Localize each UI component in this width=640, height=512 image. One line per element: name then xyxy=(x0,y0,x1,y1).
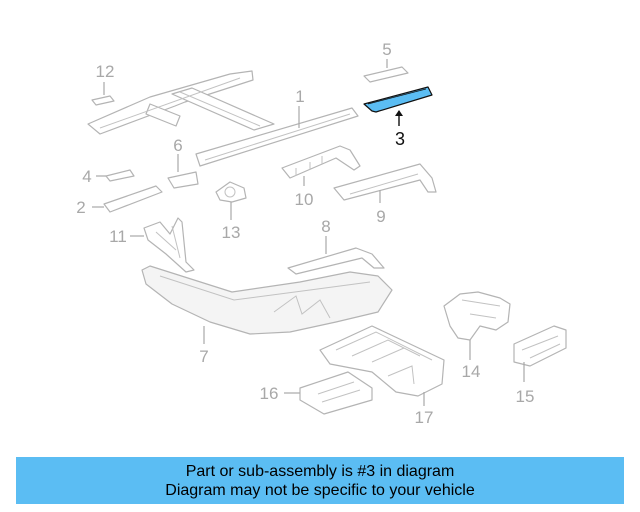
part-9[interactable] xyxy=(333,163,437,201)
part-15[interactable] xyxy=(513,325,567,367)
part-5[interactable] xyxy=(363,66,409,83)
part-13[interactable] xyxy=(215,181,247,203)
banner-line-part: Part or sub-assembly is #3 in diagram xyxy=(185,462,455,480)
banner-line-disclaimer: Diagram may not be specific to your vehi… xyxy=(165,481,475,499)
part-6[interactable] xyxy=(167,171,199,189)
parts-diagram: 12 1 5 3 6 4 2 10 9 13 11 8 7 14 15 16 1… xyxy=(76,40,567,427)
callout-6: 6 xyxy=(173,136,182,155)
callout-2: 2 xyxy=(76,198,85,217)
part-17[interactable] xyxy=(319,325,445,397)
part-12[interactable] xyxy=(91,95,115,106)
part-16[interactable] xyxy=(299,371,373,415)
part-1[interactable] xyxy=(87,70,359,167)
part-3-highlighted[interactable] xyxy=(363,86,433,113)
part-11[interactable] xyxy=(143,217,195,273)
part-2[interactable] xyxy=(103,185,163,213)
callout-17: 17 xyxy=(415,408,434,427)
callout-7: 7 xyxy=(199,347,208,366)
callout-8: 8 xyxy=(321,217,330,236)
callout-5: 5 xyxy=(382,40,391,59)
part-4[interactable] xyxy=(105,169,135,182)
callout-16: 16 xyxy=(260,384,279,403)
part-10[interactable] xyxy=(281,145,361,179)
part-7[interactable] xyxy=(141,265,393,335)
callout-15: 15 xyxy=(516,387,535,406)
callout-1: 1 xyxy=(295,87,304,106)
callout-3: 3 xyxy=(395,129,405,149)
callout-13: 13 xyxy=(222,223,241,242)
callout-9: 9 xyxy=(376,207,385,226)
callout-12: 12 xyxy=(96,62,115,81)
callout-10: 10 xyxy=(295,190,314,209)
part-14[interactable] xyxy=(443,291,511,341)
part-8[interactable] xyxy=(287,247,385,275)
info-banner: Part or sub-assembly is #3 in diagram Di… xyxy=(16,457,624,504)
callout-11: 11 xyxy=(109,227,127,246)
callout-4: 4 xyxy=(82,167,91,186)
callout-14: 14 xyxy=(462,362,481,381)
